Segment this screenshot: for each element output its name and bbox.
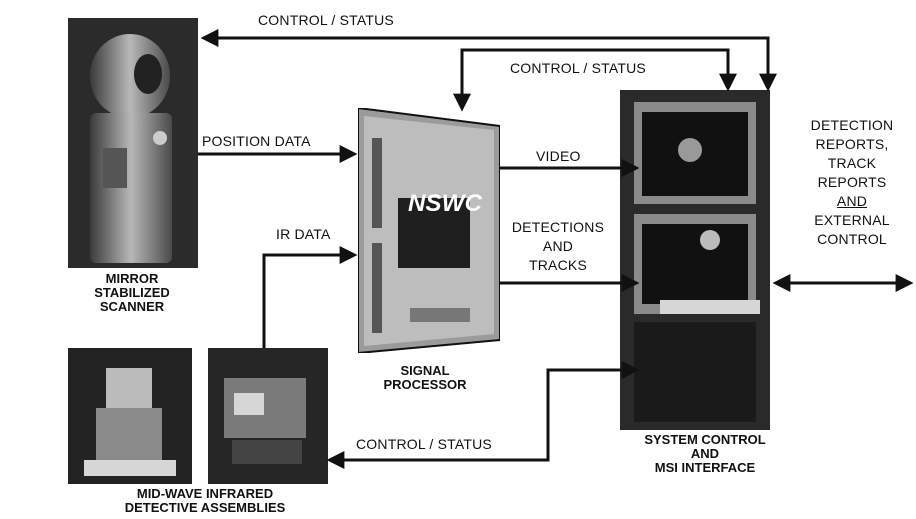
detectors-caption-line-1: MID-WAVE INFRARED xyxy=(136,486,274,501)
scanner-photo xyxy=(68,18,198,268)
detectors-caption-line-2: DETECTIVE ASSEMBLIES xyxy=(124,500,286,515)
caption-signal-processor: SIGNAL PROCESSOR xyxy=(370,364,480,392)
external-line-3: TRACK xyxy=(827,155,877,171)
arrow-control-status-top xyxy=(200,29,777,92)
scanner-caption-line-1: MIRROR xyxy=(105,271,159,286)
processor-caption-line-2: PROCESSOR xyxy=(383,377,467,392)
external-line-2: REPORTS, xyxy=(815,136,889,152)
external-line-1: DETECTION xyxy=(810,117,894,133)
external-line-4: REPORTS xyxy=(817,174,887,190)
system-caption-line-3: MSI INTERFACE xyxy=(654,460,756,475)
detections-line-1: DETECTIONS xyxy=(511,219,605,235)
external-and-underlined: AND xyxy=(836,193,868,209)
arrow-ir-data xyxy=(262,246,358,348)
external-line-6: EXTERNAL xyxy=(814,212,890,228)
detections-line-3: TRACKS xyxy=(529,257,587,273)
label-control-status-bottom: CONTROL / STATUS xyxy=(356,436,492,452)
processor-caption-line-1: SIGNAL xyxy=(400,363,450,378)
caption-detector-assemblies: MID-WAVE INFRARED DETECTIVE ASSEMBLIES xyxy=(70,487,340,515)
system-caption-line-2: AND xyxy=(690,446,720,461)
caption-system-control: SYSTEM CONTROL AND MSI INTERFACE xyxy=(620,433,790,475)
label-detections-and-tracks: DETECTIONS AND TRACKS xyxy=(506,218,610,275)
nswc-logo: NSWC xyxy=(408,190,483,217)
scanner-caption-line-3: SCANNER xyxy=(99,299,165,314)
scanner-caption-line-2: STABILIZED xyxy=(94,285,170,300)
label-position-data: POSITION DATA xyxy=(202,133,311,149)
system-control-photo xyxy=(620,90,770,430)
label-control-status-mid: CONTROL / STATUS xyxy=(510,60,646,76)
label-video: VIDEO xyxy=(536,148,581,164)
label-external-reports: DETECTION REPORTS, TRACK REPORTS AND EXT… xyxy=(796,116,908,249)
label-ir-data: IR DATA xyxy=(276,226,331,242)
label-control-status-top: CONTROL / STATUS xyxy=(258,12,394,28)
detections-line-2: AND xyxy=(542,238,574,254)
detector-assembly-2-photo xyxy=(208,348,328,484)
arrow-control-status-bottom xyxy=(326,361,640,469)
system-caption-line-1: SYSTEM CONTROL xyxy=(644,432,766,447)
caption-scanner: MIRROR STABILIZED SCANNER xyxy=(62,272,202,314)
signal-processor-photo xyxy=(358,108,500,353)
external-line-7: CONTROL xyxy=(817,231,887,247)
arrow-control-status-mid xyxy=(453,48,737,112)
external-line-5: AND xyxy=(796,192,908,211)
detector-assembly-1-photo xyxy=(68,348,192,484)
